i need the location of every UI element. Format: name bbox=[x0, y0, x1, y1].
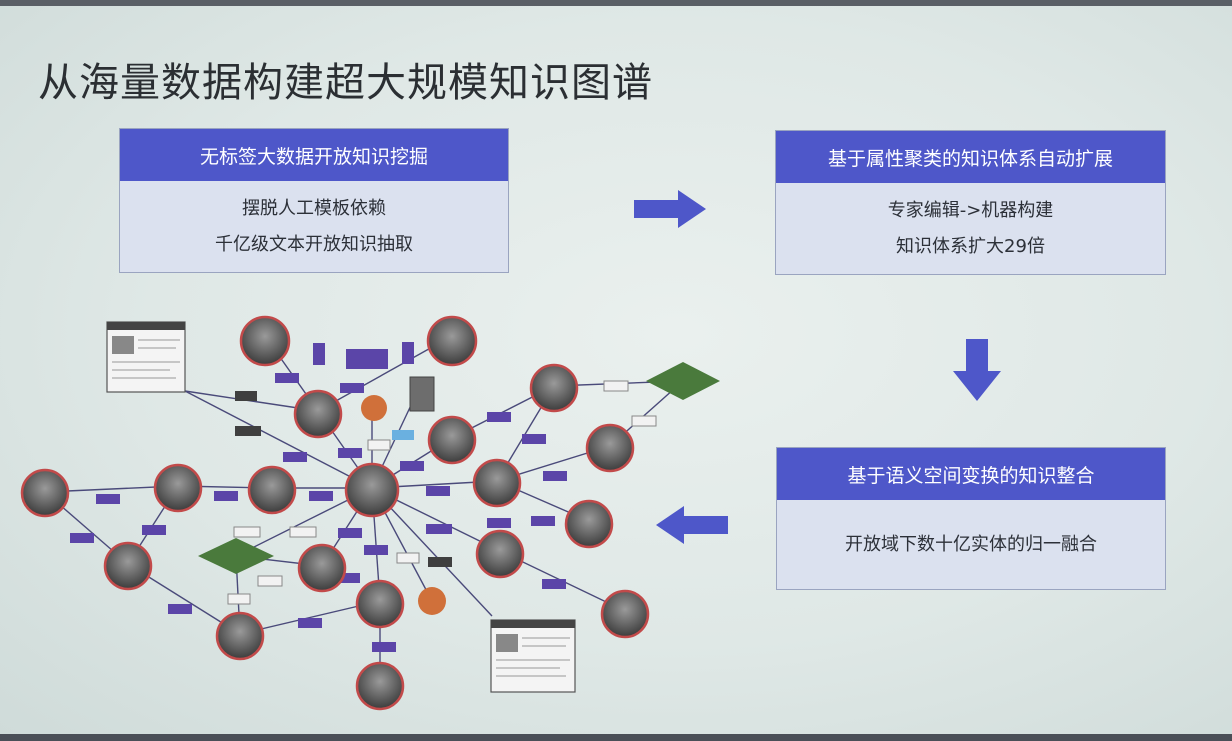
entity-circle bbox=[418, 587, 446, 615]
person-node bbox=[249, 467, 295, 513]
document-thumbnail bbox=[107, 322, 185, 392]
entity-circle bbox=[361, 395, 387, 421]
person-node bbox=[22, 470, 68, 516]
person-node bbox=[346, 464, 398, 516]
person-node bbox=[357, 663, 403, 709]
person-node bbox=[295, 391, 341, 437]
person-node bbox=[566, 501, 612, 547]
relation-diamond bbox=[646, 362, 720, 400]
person-node bbox=[531, 365, 577, 411]
person-node bbox=[241, 317, 289, 365]
person-node bbox=[217, 613, 263, 659]
person-node bbox=[357, 581, 403, 627]
person-node bbox=[105, 543, 151, 589]
person-node bbox=[429, 417, 475, 463]
person-node bbox=[299, 545, 345, 591]
person-node bbox=[428, 317, 476, 365]
person-node bbox=[477, 531, 523, 577]
slide: 从海量数据构建超大规模知识图谱 无标签大数据开放知识挖掘 摆脱人工模板依赖 千亿… bbox=[0, 6, 1232, 734]
person-node bbox=[587, 425, 633, 471]
person-node bbox=[474, 460, 520, 506]
document-thumbnail bbox=[491, 620, 575, 692]
person-node bbox=[155, 465, 201, 511]
knowledge-graph-illustration bbox=[0, 6, 1232, 734]
photo-thumbnail bbox=[410, 377, 434, 411]
person-node bbox=[602, 591, 648, 637]
screen-bottom-bezel bbox=[0, 734, 1232, 741]
